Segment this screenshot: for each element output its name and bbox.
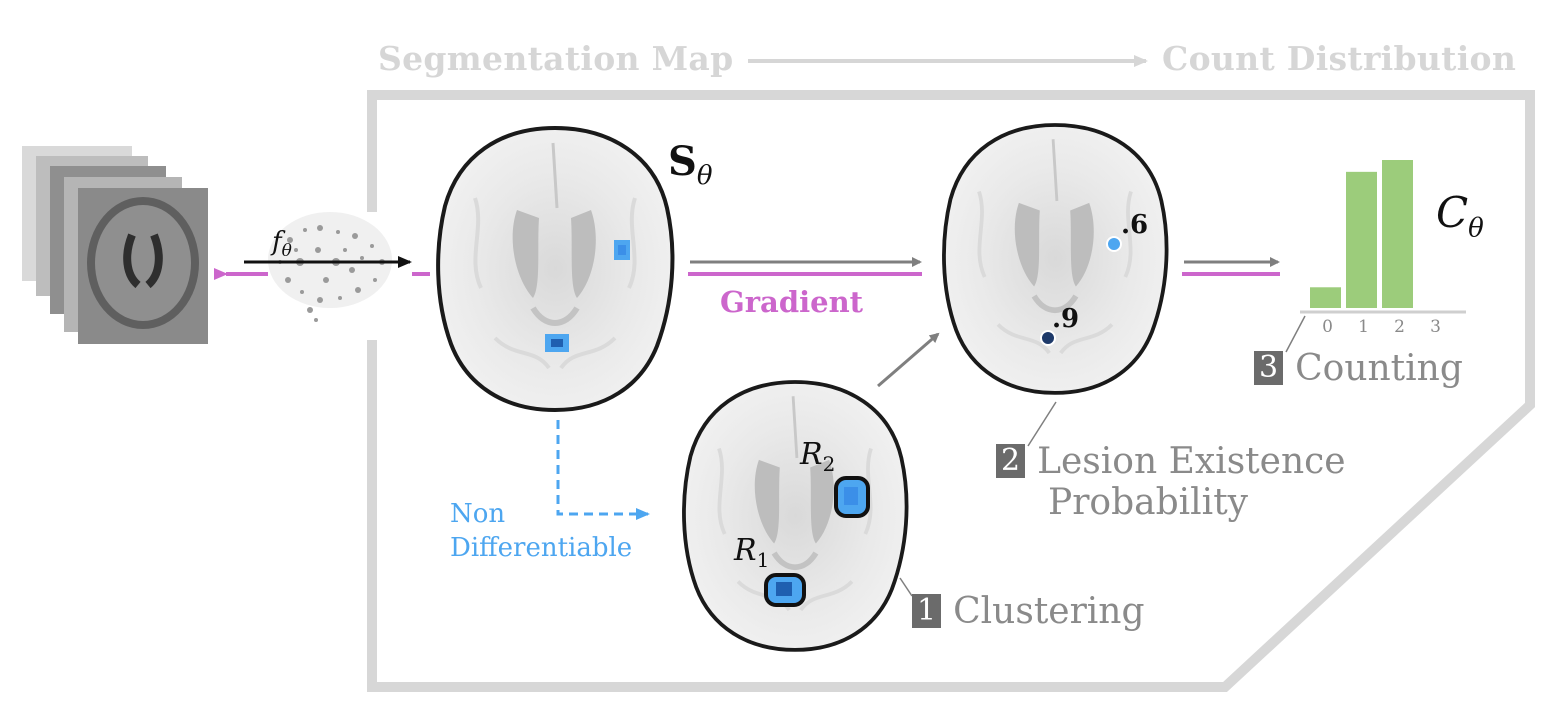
histogram-tick-3: 3 <box>1430 317 1441 337</box>
network-label: fθ <box>272 227 292 262</box>
histogram-bar-2 <box>1382 160 1413 308</box>
region-label-r1: R1 <box>734 533 770 572</box>
step-badge-1: 1 <box>912 594 942 628</box>
histogram-bar-0 <box>1310 287 1341 308</box>
pipeline-frame <box>367 90 1535 692</box>
region-label-r2: R2 <box>800 437 836 476</box>
header-count-distribution: Count Distribution <box>1162 39 1517 78</box>
brain-segmentation-map <box>438 128 672 410</box>
count-histogram: 0 1 2 3 <box>1300 160 1466 337</box>
count-dist-label: Cθ <box>1436 188 1484 244</box>
seg-map-label: Sθ <box>668 138 713 191</box>
step-badge-2: 2 <box>996 444 1026 478</box>
histogram-tick-1: 1 <box>1358 317 1369 337</box>
histogram-bar-1 <box>1346 171 1377 308</box>
non-differentiable-arrow <box>556 420 650 520</box>
step-badge-3: 3 <box>1254 351 1284 385</box>
header-segmentation-map: Segmentation Map <box>378 39 734 78</box>
network-icon <box>268 212 392 322</box>
brain-probability-map <box>944 125 1167 393</box>
probability-dot-low <box>1040 330 1056 346</box>
histogram-tick-0: 0 <box>1322 317 1333 337</box>
arrow-cluster-to-prob <box>877 332 940 388</box>
histogram-tick-2: 2 <box>1394 317 1405 337</box>
brain-clustering <box>684 382 907 650</box>
mri-image-stack <box>22 146 208 344</box>
probability-dot-high <box>1106 236 1122 252</box>
probability-label-low: .9 <box>1052 304 1080 334</box>
probability-label-high: .6 <box>1121 210 1149 240</box>
gradient-label: Gradient <box>720 285 864 319</box>
